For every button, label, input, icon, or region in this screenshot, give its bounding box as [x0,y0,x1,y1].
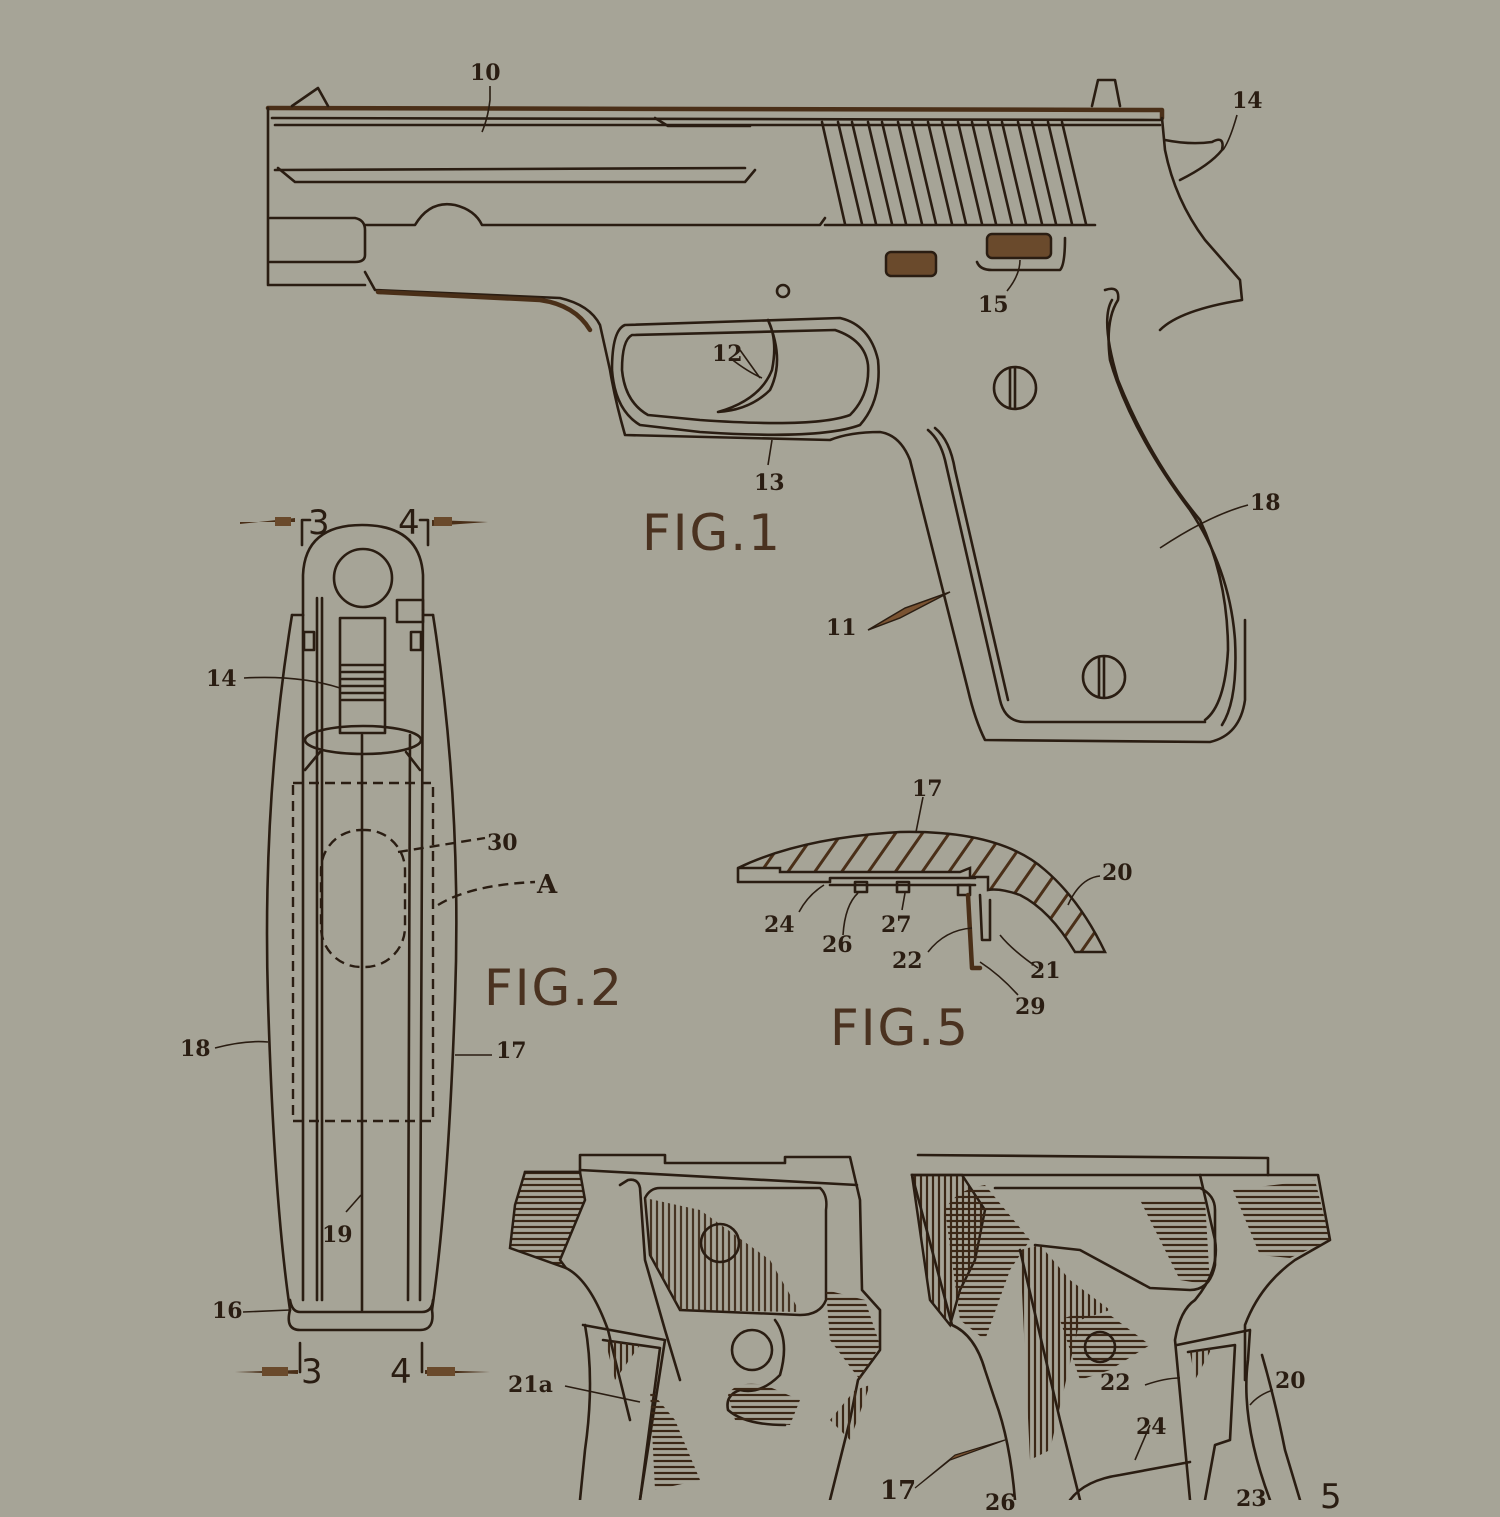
ref-label-18: 18 [1250,490,1281,516]
ref-label-23: 23 [1236,1486,1267,1512]
ref-label-20-fig4: 20 [1275,1368,1306,1394]
ref-label-20-fig5: 20 [1102,860,1133,886]
ref-label-13: 13 [754,470,785,496]
ref-label-17-fig2: 17 [496,1038,527,1064]
ref-label-17-fig3: 17 [880,1476,917,1506]
ref-label-24-fig5: 24 [764,912,795,938]
ref-label-17-fig5: 17 [912,776,943,802]
ref-label-18-fig2: 18 [180,1036,211,1062]
section-mark-4-bottom: 4 [390,1352,412,1392]
ref-label-21a: 21a [508,1372,553,1398]
ref-label-16: 16 [212,1298,243,1324]
fig4-frame-right [910,1153,1332,1500]
ref-label-19: 19 [322,1222,353,1248]
grip-screw-lower [1081,654,1127,700]
ref-label-22-fig5: 22 [892,948,923,974]
section-mark-3-top: 3 [308,503,330,543]
ref-label-21: 21 [1030,958,1061,984]
ref-label-26-fig3: 26 [985,1490,1016,1516]
ref-label-11: 11 [826,615,857,641]
ref-label-14-fig2: 14 [206,666,237,692]
ref-label-10: 10 [470,60,501,86]
ref-label-30: 30 [487,830,518,856]
fig3-frame-left [508,1153,1006,1500]
ref-label-14: 14 [1232,88,1263,114]
fig2-rear-view [214,517,536,1376]
ref-label-24-fig4: 24 [1136,1414,1167,1440]
fig5-section [736,796,1107,996]
figure-title-1: FIG.1 [642,504,782,562]
ref-label-12: 12 [712,341,743,367]
ref-label-22-fig4: 22 [1100,1370,1131,1396]
ref-label-15: 15 [978,292,1009,318]
ref-label-27: 27 [881,912,912,938]
fig1-pistol [265,78,1249,744]
slide-serrations [820,120,1097,227]
grip-screw-upper [992,365,1038,411]
ref-label-29: 29 [1015,994,1046,1020]
section-mark-4-top: 4 [398,503,420,543]
figure-title-2: FIG.2 [484,959,624,1017]
section-mark-5: 5 [1320,1477,1342,1517]
ref-label-A: A [537,870,558,900]
section-mark-3-bottom: 3 [301,1352,323,1392]
ref-label-26-fig5: 26 [822,932,853,958]
figure-title-5: FIG.5 [830,999,970,1057]
